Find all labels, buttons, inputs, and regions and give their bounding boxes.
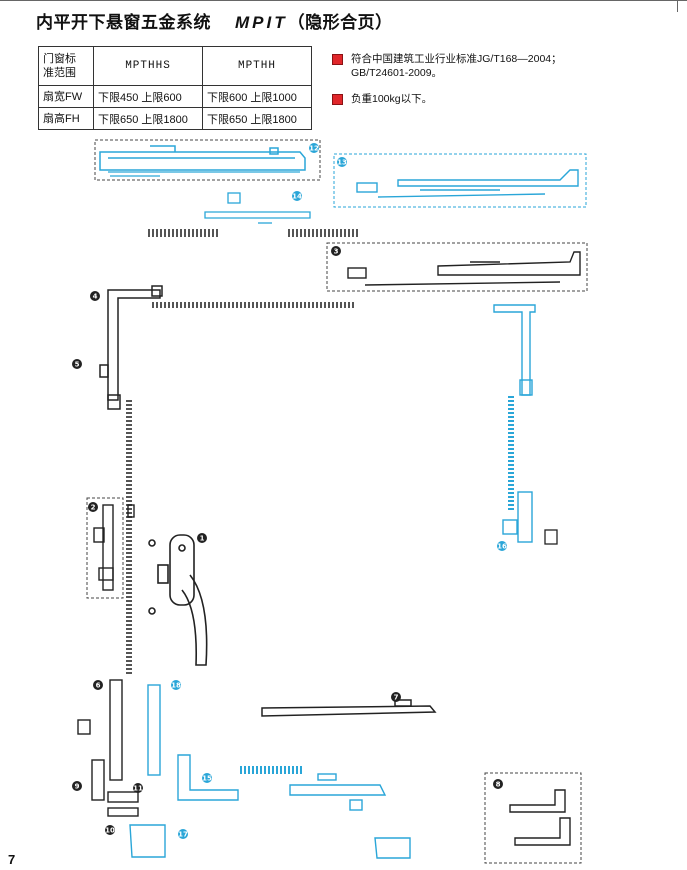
lower-lock-part — [77, 679, 139, 817]
toothed-bar-vertical — [126, 400, 132, 675]
stay-arm-part — [347, 251, 581, 286]
callout-marker-18: 18 — [171, 680, 181, 690]
notes-list: 符合中国建筑工业行业标准JG/T168—2004； GB/T24601-2009… — [332, 52, 562, 118]
spec-value: 下限450 上限600 — [93, 85, 203, 108]
product-model-title: MPIT（隐形合页） — [235, 8, 393, 33]
corner-label-line1: 门窗标 — [43, 53, 76, 65]
spec-header-row: 门窗标准范围 MPTHHS MPTHH — [38, 46, 312, 86]
group-box-middle-lock — [86, 497, 124, 599]
callout-marker-7: 7 — [391, 692, 401, 702]
model-subtitle: （隐形合页） — [287, 13, 393, 32]
svg-text:15: 15 — [202, 775, 212, 783]
spec-row-height: 扇高FH 下限650 上限1800 下限650 上限1800 — [38, 107, 312, 130]
bullet-square-icon — [332, 54, 343, 65]
svg-text:8: 8 — [496, 781, 501, 789]
top-rule — [0, 0, 687, 1]
model-code: MPIT — [235, 13, 288, 32]
corner-drive-part — [99, 285, 163, 410]
callout-marker-10: 10 — [105, 825, 115, 835]
middle-lock-part — [93, 504, 135, 591]
svg-text:3: 3 — [334, 248, 339, 256]
spec-corner-cell: 门窗标准范围 — [38, 46, 94, 86]
page-title: 内平开下悬窗五金系统 — [36, 13, 211, 32]
callout-marker-13: 13 — [337, 157, 347, 167]
callout-markers: 1 2 3 4 5 6 7 8 9 10 11 12 13 14 15 16 1… — [72, 143, 507, 839]
svg-text:5: 5 — [75, 361, 80, 369]
svg-text:4: 4 — [93, 293, 98, 301]
callout-marker-5: 5 — [72, 359, 82, 369]
spec-table: 门窗标准范围 MPTHHS MPTHH 扇宽FW 下限450 上限600 下限6… — [38, 46, 312, 130]
svg-text:16: 16 — [497, 543, 507, 551]
row-label: 扇高FH — [38, 107, 94, 130]
spec-value: 下限650 上限1800 — [93, 107, 203, 130]
page-number: 7 — [8, 852, 16, 867]
callout-marker-2: 2 — [88, 502, 98, 512]
toothed-bar-blue — [238, 766, 304, 774]
callout-marker-1: 1 — [197, 533, 207, 543]
bottom-stay-part — [261, 699, 437, 717]
callout-marker-15: 15 — [202, 773, 212, 783]
note-line: GB/T24601-2009。 — [351, 67, 443, 79]
toothed-bar-long — [150, 302, 355, 308]
svg-text:18: 18 — [171, 682, 181, 690]
top-hinge-part — [99, 145, 306, 171]
svg-text:11: 11 — [133, 785, 143, 793]
callout-marker-14: 14 — [292, 191, 302, 201]
group-box-stay-arm — [326, 242, 588, 292]
blue-stay-part — [356, 169, 579, 198]
note-standard: 符合中国建筑工业行业标准JG/T168—2004； GB/T24601-2009… — [332, 52, 562, 80]
svg-text:7: 7 — [394, 694, 399, 702]
note-load: 负重100kg以下。 — [332, 92, 562, 106]
svg-text:9: 9 — [75, 783, 80, 791]
toothed-bar-vertical-blue — [508, 395, 514, 510]
svg-text:2: 2 — [91, 504, 96, 512]
callout-marker-9: 9 — [72, 781, 82, 791]
callout-marker-8: 8 — [493, 779, 503, 789]
note-text: 负重100kg以下。 — [351, 92, 432, 106]
window-handle-part — [148, 534, 208, 666]
callout-marker-6: 6 — [93, 680, 103, 690]
callout-marker-12: 12 — [309, 143, 319, 153]
svg-text:6: 6 — [96, 682, 101, 690]
spec-value: 下限650 上限1800 — [202, 107, 312, 130]
svg-text:17: 17 — [178, 831, 188, 839]
top-hinge-arm — [108, 171, 300, 177]
small-connector-part — [204, 192, 311, 224]
callout-marker-17: 17 — [178, 829, 188, 839]
callout-marker-11: 11 — [133, 783, 143, 793]
svg-text:12: 12 — [309, 145, 319, 153]
svg-text:1: 1 — [200, 535, 205, 543]
group-box-blue-stay — [333, 153, 587, 208]
bullet-square-icon — [332, 94, 343, 105]
svg-text:13: 13 — [337, 159, 347, 167]
callout-marker-3: 3 — [331, 246, 341, 256]
model-header-2: MPTHH — [202, 46, 312, 86]
lower-blue-part — [129, 684, 411, 859]
model-header-1: MPTHHS — [93, 46, 203, 86]
toothed-bar — [148, 229, 220, 237]
corner-label-line2: 准范围 — [43, 67, 76, 79]
small-bracket-part — [544, 529, 558, 545]
note-line: 符合中国建筑工业行业标准JG/T168—2004； — [351, 53, 562, 65]
toothed-bar — [288, 229, 360, 237]
note-text: 符合中国建筑工业行业标准JG/T168—2004； GB/T24601-2009… — [351, 52, 562, 80]
group-box-corner-hinge — [484, 772, 582, 864]
callout-marker-16: 16 — [497, 541, 507, 551]
svg-text:14: 14 — [292, 193, 302, 201]
page-header: 内平开下悬窗五金系统 MPIT（隐形合页） — [36, 8, 393, 33]
spec-value: 下限600 上限1000 — [202, 85, 312, 108]
svg-text:10: 10 — [105, 827, 115, 835]
corner-hinge-part — [509, 789, 571, 846]
callout-marker-4: 4 — [90, 291, 100, 301]
vertical-stay-part — [493, 304, 536, 543]
note-line: 负重100kg以下。 — [351, 93, 433, 105]
top-rule-end — [677, 0, 678, 12]
row-label: 扇宽FW — [38, 85, 94, 108]
group-box-top-hinge — [94, 139, 321, 181]
spec-row-width: 扇宽FW 下限450 上限600 下限600 上限1000 — [38, 85, 312, 108]
